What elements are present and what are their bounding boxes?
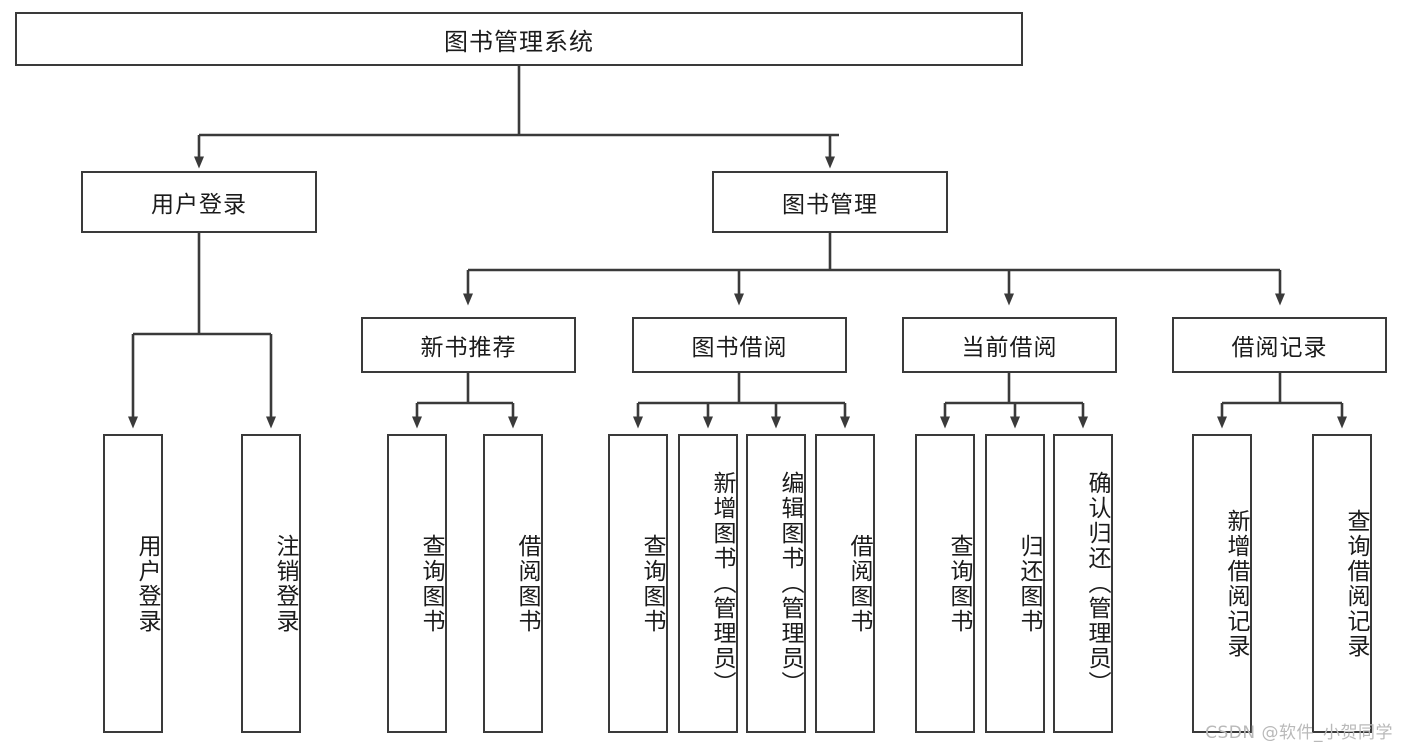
leaf-borrow-book-2[interactable]: 借阅图书: [815, 434, 875, 733]
node-label: 图书管理: [782, 192, 878, 218]
node-book-borrow[interactable]: 图书借阅: [632, 317, 847, 373]
node-label: 新增借阅记录: [1223, 508, 1249, 659]
node-label: 确认归还（管理员）: [1084, 471, 1110, 696]
leaf-confirm-return[interactable]: 确认归还（管理员）: [1053, 434, 1113, 733]
node-book-manage[interactable]: 图书管理: [712, 171, 948, 233]
node-borrow-record[interactable]: 借阅记录: [1172, 317, 1387, 373]
node-label: 当前借阅: [961, 335, 1058, 361]
leaf-edit-book[interactable]: 编辑图书（管理员）: [746, 434, 806, 733]
node-current-borrow[interactable]: 当前借阅: [902, 317, 1117, 373]
leaf-query-book-3[interactable]: 查询图书: [915, 434, 975, 733]
leaf-query-book-2[interactable]: 查询图书: [608, 434, 668, 733]
node-label: 新增图书（管理员）: [709, 471, 735, 696]
leaf-return-book[interactable]: 归还图书: [985, 434, 1045, 733]
leaf-query-book-1[interactable]: 查询图书: [387, 434, 447, 733]
csdn-watermark: CSDN @软件_小贺同学: [1205, 723, 1393, 743]
node-label: 查询图书: [639, 533, 665, 634]
node-label: 图书借阅: [691, 335, 788, 361]
leaf-add-record[interactable]: 新增借阅记录: [1192, 434, 1252, 733]
leaf-add-book[interactable]: 新增图书（管理员）: [678, 434, 738, 733]
node-label: 借阅图书: [846, 533, 872, 634]
node-label: 查询图书: [418, 533, 444, 634]
node-label: 查询图书: [946, 533, 972, 634]
node-label: 编辑图书（管理员）: [777, 471, 803, 696]
node-label: 借阅图书: [514, 533, 540, 634]
node-label: 新书推荐: [420, 335, 517, 361]
leaf-user-login[interactable]: 用户登录: [103, 434, 163, 733]
leaf-query-record[interactable]: 查询借阅记录: [1312, 434, 1372, 733]
node-label: 用户登录: [134, 533, 160, 634]
node-new-book-recommend[interactable]: 新书推荐: [361, 317, 576, 373]
node-label: 借阅记录: [1231, 335, 1328, 361]
node-root-system[interactable]: 图书管理系统: [15, 12, 1023, 66]
node-label: 注销登录: [272, 533, 298, 634]
leaf-borrow-book-1[interactable]: 借阅图书: [483, 434, 543, 733]
node-label: 查询借阅记录: [1343, 508, 1369, 659]
node-label: 图书管理系统: [444, 27, 594, 56]
leaf-logout-login[interactable]: 注销登录: [241, 434, 301, 733]
node-label: 归还图书: [1016, 533, 1042, 634]
node-user-login[interactable]: 用户登录: [81, 171, 317, 233]
node-label: 用户登录: [151, 192, 247, 218]
